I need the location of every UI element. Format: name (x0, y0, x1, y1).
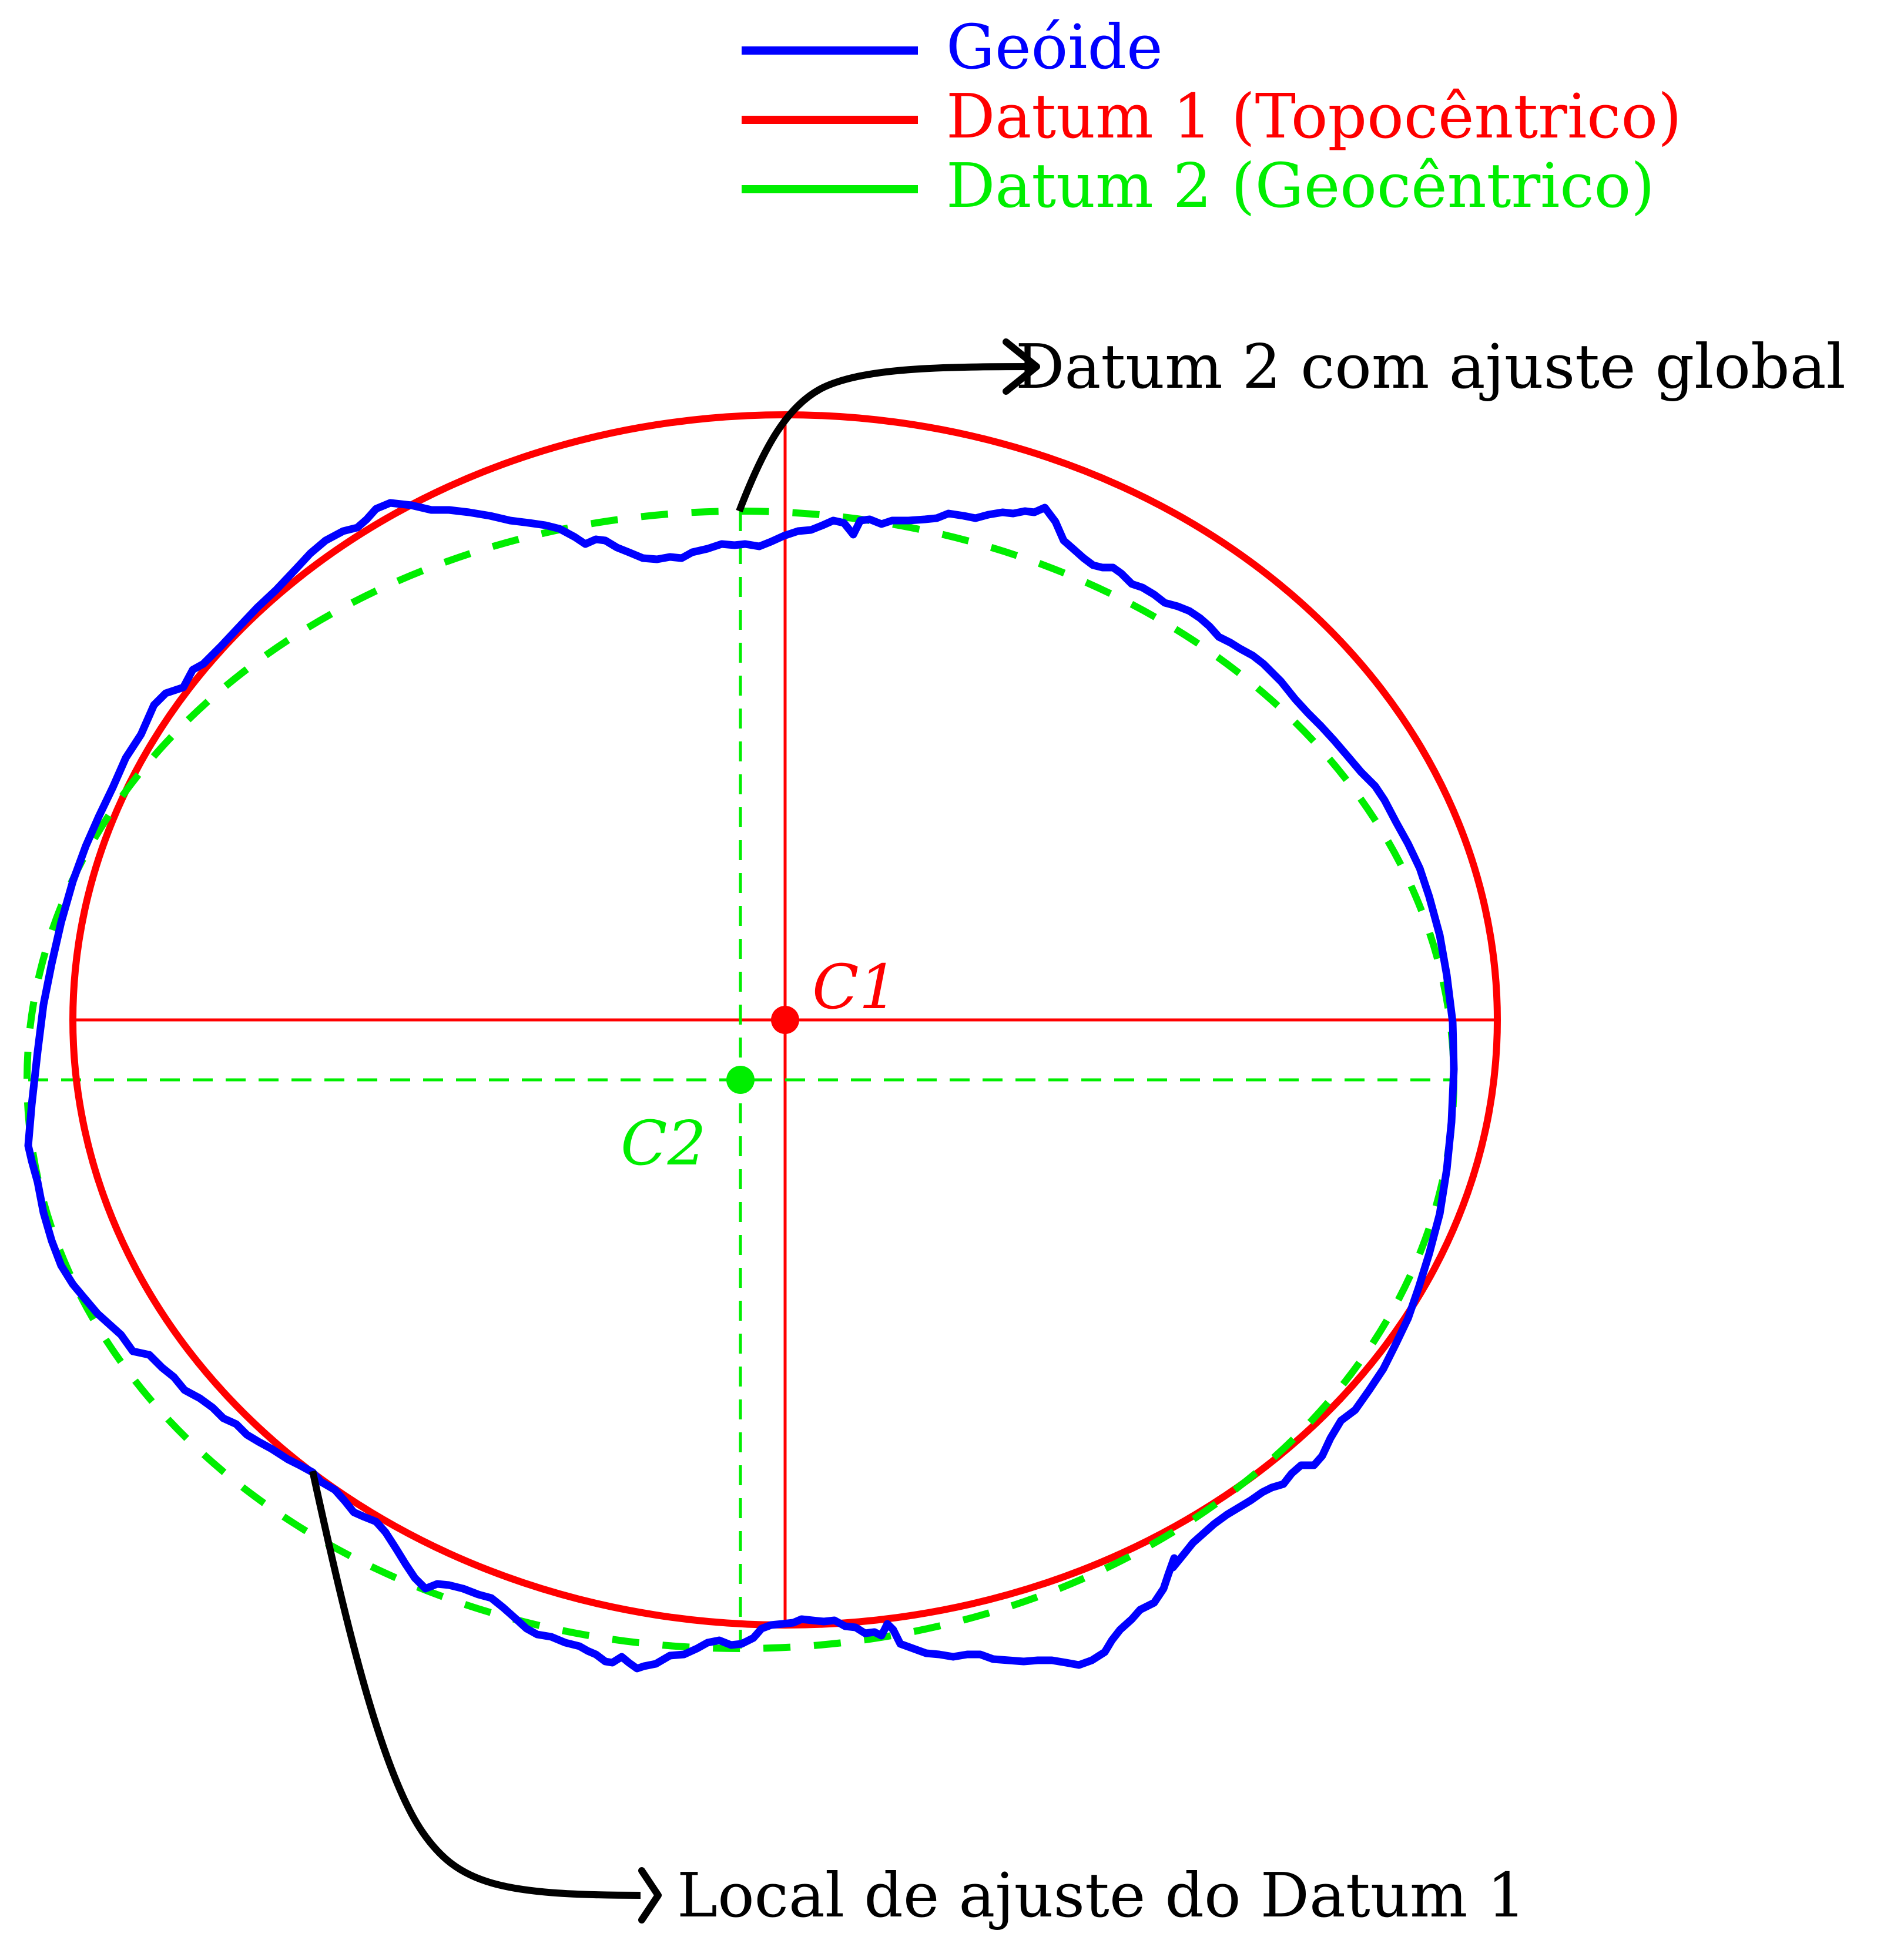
annotation-local-arrow (309, 1470, 662, 1923)
legend-label-datum2: Datum 2 (Geocêntrico) (946, 150, 1655, 221)
legend-label-geoid: Geóide (946, 11, 1163, 83)
center1-label: C1 (812, 951, 898, 1023)
geoid-curve (24, 499, 1458, 1673)
center1-point (771, 1006, 799, 1034)
annotation-local-label: Local de ajuste do Datum 1 (677, 1859, 1526, 1931)
center2-point (726, 1066, 755, 1094)
annotation-global-arrowhead (1003, 338, 1040, 395)
center2-label: C2 (621, 1107, 706, 1179)
annotation-local-arrow-line (309, 1470, 641, 1899)
legend: Geóide Datum 1 (Topocêntrico) Datum 2 (G… (742, 11, 1682, 221)
annotation-local-arrowhead (638, 1867, 662, 1923)
legend-label-datum1: Datum 1 (Topocêntrico) (946, 80, 1682, 152)
annotation-global-arrow (736, 338, 1040, 513)
annotation-global-label: Datum 2 com ajuste global (1015, 331, 1846, 402)
annotation-global-arrow-line (736, 363, 1035, 513)
